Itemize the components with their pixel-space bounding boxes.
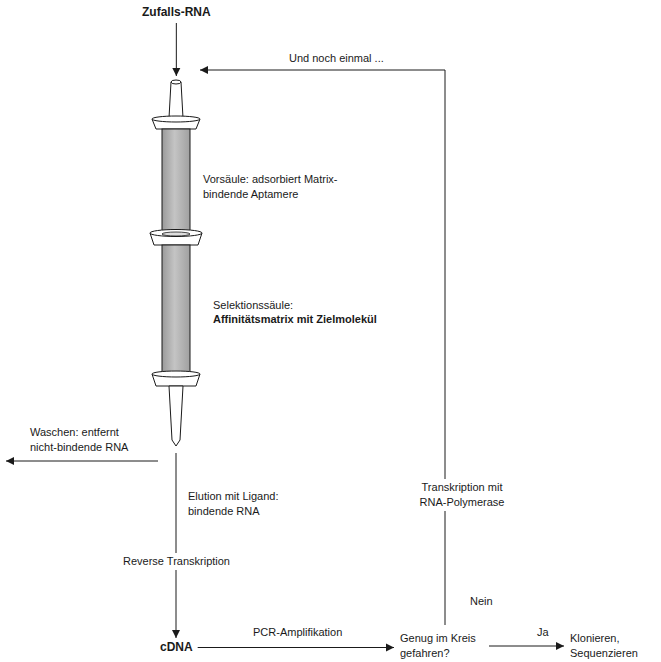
flow-arrow: [200, 70, 445, 625]
flow-arrow: [198, 647, 394, 648]
bottom-nozzle: [169, 386, 183, 446]
edge-label: Ja: [537, 625, 549, 640]
selection-column: Selektionssäule:Affinitätsmatrix mit Zie…: [150, 236, 380, 450]
edge-label: PCR-Amplifikation: [253, 625, 342, 640]
joint-cap-rim: [150, 230, 202, 237]
joint-opening: [162, 232, 190, 236]
bottom-cap-rim: [152, 371, 200, 377]
node-text: Vorsäule: adsorbiert Matrix-bindende Apt…: [203, 172, 345, 202]
start-label: Zufalls-RNA: [142, 5, 211, 20]
annotation-label: Transkription mit RNA-Polymerase: [407, 479, 517, 511]
flow-arrow: [176, 453, 177, 638]
flow-arrow: [176, 23, 177, 76]
flow-arrow: [489, 646, 564, 647]
node-text: Genug im Kreis gefahren?: [400, 631, 484, 661]
node-text: Klonieren, Sequenzieren: [570, 631, 650, 661]
node-text: cDNA: [160, 640, 193, 655]
edge-label: Und noch einmal ...: [289, 51, 384, 66]
selection-column-tube: [162, 245, 190, 373]
top-nozzle: [169, 82, 183, 118]
annotation-label: Elution mit Ligand: bindende RNA: [188, 489, 300, 519]
top-cap-rim: [152, 116, 200, 122]
wash-arrow: [6, 461, 158, 462]
node-text: Zufalls-RNA: [142, 5, 211, 20]
annotation-label: Waschen: entfernt nicht-bindende RNA: [30, 425, 142, 455]
decision-text: Genug im Kreis gefahren?: [400, 631, 484, 661]
edge-label: Reverse Transkription: [120, 553, 233, 570]
pre-column-tube: [162, 129, 190, 232]
result-text: Klonieren, Sequenzieren: [570, 631, 650, 661]
pre-column: Vorsäule: adsorbiert Matrix-bindende Apt…: [150, 78, 360, 234]
nozzle-opening: [171, 80, 181, 84]
cdna-label: cDNA: [160, 640, 193, 655]
node-text: Affinitätsmatrix mit Zielmolekül: [213, 312, 378, 327]
annotation-label: Nein: [470, 594, 493, 609]
node-text: Selektionssäule:: [213, 298, 378, 313]
